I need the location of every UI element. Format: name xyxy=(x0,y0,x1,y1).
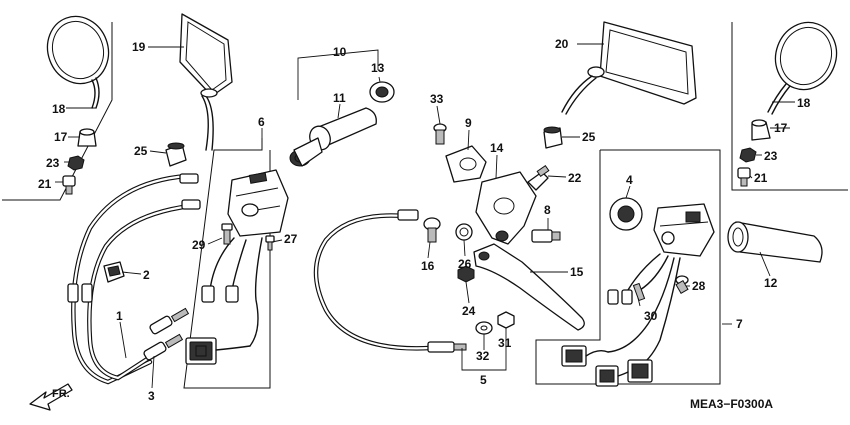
nut-31 xyxy=(497,311,515,329)
callout-25-right: 25 xyxy=(582,130,596,144)
diagram-code: MEA3−F0300A xyxy=(690,397,773,411)
cable-clamp xyxy=(103,261,125,283)
callout-31: 31 xyxy=(498,336,512,350)
grip-end xyxy=(369,81,395,103)
mirror-boot-right xyxy=(543,126,563,149)
clutch-switch xyxy=(531,229,561,243)
callout-25-left: 25 xyxy=(134,144,148,158)
left-mirror xyxy=(179,13,233,151)
callout-10: 10 xyxy=(333,45,347,59)
right-handlebar-switch xyxy=(561,203,715,387)
throttle-grip xyxy=(289,107,377,167)
callout-6: 6 xyxy=(258,115,265,129)
switch-collar-4 xyxy=(609,197,643,231)
callout-16: 16 xyxy=(421,259,435,273)
leader-lines xyxy=(55,43,795,389)
callout-17-right: 17 xyxy=(774,121,788,135)
clutch-lever xyxy=(473,243,585,331)
pivot-collar xyxy=(455,223,473,241)
callout-24: 24 xyxy=(462,304,476,318)
callout-2: 2 xyxy=(143,268,150,282)
callout-32: 32 xyxy=(476,349,490,363)
right-switch-housing-box xyxy=(535,149,721,385)
left-mirror-inset xyxy=(2,15,113,201)
holder-clamp xyxy=(445,145,487,183)
callout-22: 22 xyxy=(568,171,582,185)
callout-29: 29 xyxy=(192,238,206,252)
front-direction-label: FR. xyxy=(52,388,70,400)
callout-21-right: 21 xyxy=(754,171,768,185)
callout-7: 7 xyxy=(736,317,743,331)
right-mirror xyxy=(561,21,697,115)
callout-4: 4 xyxy=(626,173,633,187)
right-mirror-inset xyxy=(731,21,848,191)
callout-23-right: 23 xyxy=(764,149,778,163)
callout-27: 27 xyxy=(284,232,298,246)
callout-23-left: 23 xyxy=(46,156,60,170)
left-handlebar-switch xyxy=(185,169,289,365)
callout-19: 19 xyxy=(132,40,146,54)
washer-32 xyxy=(475,321,493,335)
pivot-bolt-16 xyxy=(423,217,441,243)
callout-15: 15 xyxy=(570,265,584,279)
throttle-cables xyxy=(67,173,201,385)
switch-screw-28 xyxy=(675,275,689,295)
callout-5: 5 xyxy=(480,373,487,387)
callout-30: 30 xyxy=(644,309,658,323)
callout-8: 8 xyxy=(544,203,551,217)
mirror-boot-left xyxy=(165,142,187,167)
callout-18-right: 18 xyxy=(797,96,811,110)
switch-screw-29 xyxy=(221,223,233,245)
switch-screw-27 xyxy=(265,235,275,251)
callout-33: 33 xyxy=(430,92,444,106)
left-switch-housing-box xyxy=(183,138,271,389)
clutch-cable xyxy=(313,209,467,353)
callout-18-left: 18 xyxy=(52,102,66,116)
callout-labels: 18 17 23 21 19 25 6 2 1 3 29 27 10 11 13… xyxy=(38,37,811,411)
lever-bracket-bolt xyxy=(433,123,447,145)
callout-20: 20 xyxy=(555,37,569,51)
callout-14: 14 xyxy=(490,141,504,155)
callout-21-left: 21 xyxy=(38,177,52,191)
right-grip xyxy=(727,221,823,263)
callout-1: 1 xyxy=(116,309,123,323)
callout-13: 13 xyxy=(371,61,385,75)
callout-26: 26 xyxy=(458,257,472,271)
clutch-lever-bracket xyxy=(475,171,537,245)
callout-9: 9 xyxy=(465,116,472,130)
bracket-bolt-22 xyxy=(527,164,550,191)
callout-12: 12 xyxy=(764,276,778,290)
pivot-nut-24 xyxy=(457,265,475,283)
switch-screw-30 xyxy=(632,282,646,302)
callout-17-left: 17 xyxy=(54,130,68,144)
callout-3: 3 xyxy=(148,389,155,403)
front-direction-arrow-icon xyxy=(29,383,73,411)
callout-28: 28 xyxy=(692,279,706,293)
callout-11: 11 xyxy=(333,91,346,105)
